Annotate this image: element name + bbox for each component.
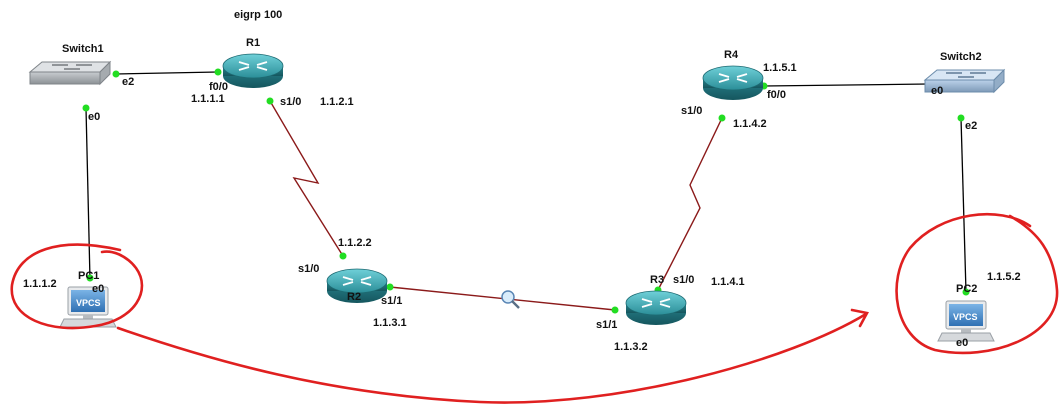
pc2-device[interactable]: VPCS PC2 [937, 283, 995, 342]
ip-address-label: 1.1.3.2 [614, 341, 648, 353]
ip-address-label: 1.1.3.1 [373, 317, 407, 329]
link-switch2-pc2[interactable] [960, 117, 967, 293]
interface-label: e0 [92, 283, 104, 295]
protocol-label: eigrp 100 [234, 9, 282, 21]
interface-label: e2 [965, 120, 977, 132]
link-switch1-r1[interactable] [115, 71, 219, 75]
ip-address-label: 1.1.2.2 [338, 237, 372, 249]
switch1-device[interactable]: Switch1 [28, 43, 112, 86]
annotation-arrow-head [850, 308, 869, 328]
link-switch1-pc1[interactable] [85, 107, 91, 281]
port-indicators [82, 68, 970, 314]
switch-icon [28, 60, 112, 86]
ip-address-label: 1.1.4.1 [711, 276, 745, 288]
r3-name: R3 [650, 274, 664, 286]
switch2-device[interactable]: Switch2 [923, 51, 1006, 94]
pc1-device[interactable]: VPCS PC1 [59, 270, 117, 328]
port-dot [957, 114, 965, 122]
switch1-name: Switch1 [62, 43, 104, 55]
links [85, 71, 967, 311]
pc1-screen-text: VPCS [76, 298, 101, 308]
packet-capture-icon[interactable] [501, 290, 520, 309]
port-dot [266, 97, 274, 105]
port-dot [339, 252, 347, 260]
switch2-name: Switch2 [940, 51, 982, 63]
interface-label: e0 [88, 111, 100, 123]
annotation-circle-pc2 [895, 213, 1059, 355]
ip-address-label: 1.1.1.2 [23, 278, 57, 290]
router-icon [625, 290, 687, 326]
annotation-circle-pc1 [10, 243, 144, 330]
interface-label: f0/0 [767, 89, 786, 101]
ip-address-label: 1.1.5.1 [763, 62, 797, 74]
port-dot [962, 288, 970, 296]
interface-label: e0 [931, 85, 943, 97]
interface-label: s1/1 [381, 295, 402, 307]
r1-name: R1 [246, 37, 260, 49]
r1-device[interactable]: R1 [222, 37, 284, 89]
ip-address-label: 1.1.4.2 [733, 118, 767, 130]
r4-device[interactable]: R4 [702, 49, 764, 101]
interface-label: f0/0 [209, 81, 228, 93]
pc2-name: PC2 [956, 283, 977, 295]
pc1-name: PC1 [78, 270, 99, 282]
interface-label: s1/0 [673, 274, 694, 286]
interface-label: s1/0 [681, 105, 702, 117]
link-r4-switch2[interactable] [763, 83, 929, 87]
interface-label: s1/0 [298, 263, 319, 275]
port-dot [112, 70, 120, 78]
interface-label: e2 [122, 76, 134, 88]
r2-device[interactable]: R2 [326, 268, 388, 304]
port-dot [611, 306, 619, 314]
port-dot [82, 104, 90, 112]
r3-device[interactable]: R3 [625, 274, 687, 326]
port-dot [214, 68, 222, 76]
switch-icon [923, 68, 1006, 94]
ip-address-label: 1.1.2.1 [320, 96, 354, 108]
router-icon [702, 65, 764, 101]
pc2-screen-text: VPCS [953, 312, 978, 322]
port-dot [86, 274, 94, 282]
link-r3-r4-serial[interactable] [657, 117, 723, 291]
ip-address-label: 1.1.5.2 [987, 271, 1021, 283]
r2-name: R2 [347, 291, 361, 303]
interface-label: e0 [956, 337, 968, 349]
interface-label: s1/1 [596, 319, 617, 331]
interface-label: s1/0 [280, 96, 301, 108]
ip-address-label: 1.1.1.1 [191, 93, 225, 105]
router-icon [222, 53, 284, 89]
r4-name: R4 [724, 49, 739, 61]
port-dot [718, 114, 726, 122]
annotation-arrow-curve [116, 312, 868, 404]
annotation-markup [10, 213, 1059, 404]
port-dot [386, 283, 394, 291]
link-r1-r2-serial[interactable] [269, 100, 344, 257]
